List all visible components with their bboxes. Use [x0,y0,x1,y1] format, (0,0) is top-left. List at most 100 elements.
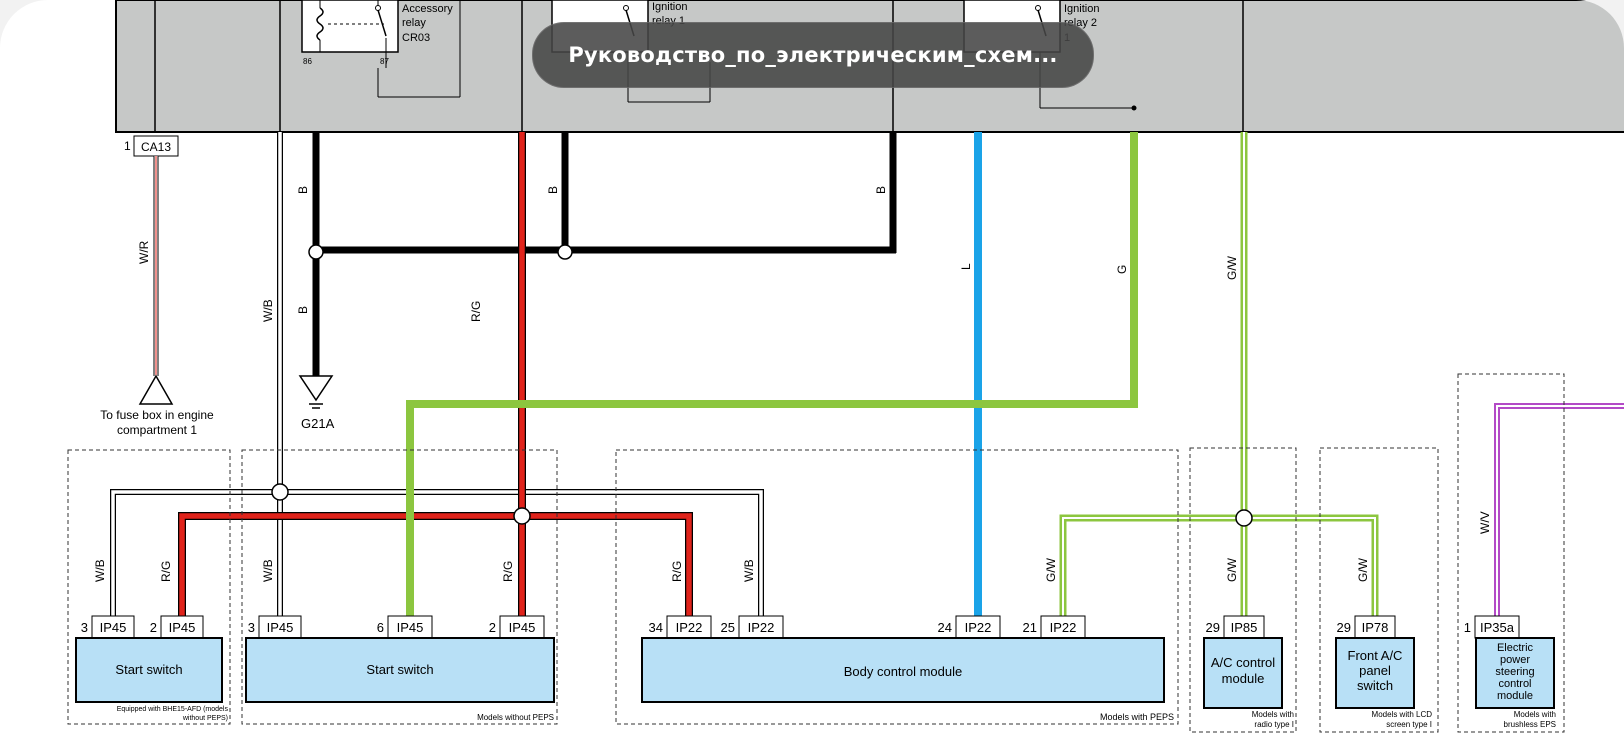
module-body-control: Body control module Models with PEPS [641,637,1174,722]
wire-label-b-4: B [874,186,888,194]
wire-wv [1494,403,1624,629]
wire-label-wb-main: W/B [261,299,275,322]
connector-name: IP22 [748,620,775,635]
module-ac-control-label-1: A/C control [1211,655,1275,670]
connector-name: IP22 [965,620,992,635]
wire-label-rg-1: R/G [159,561,173,582]
module-eps-control-label-2: power [1500,654,1530,666]
module-eps-control-note-2: brushless EPS [1504,720,1556,729]
wire-label-rg-3: R/G [670,561,684,582]
module-eps-control: Electric power steering control module M… [1475,637,1556,729]
wire-b-ground [298,132,897,409]
connector-name: IP45 [397,620,424,635]
connector-pin: 2 [150,620,157,635]
module-ac-control-note-2: radio type I [1254,720,1294,729]
connector-pin: 24 [938,620,952,635]
document-title-pill[interactable]: Руководство_по_электрическим_схем... [532,22,1094,88]
connector-ip45-pin-6: IP45 6 [377,615,433,639]
module-start-switch-1-note-2: without PEPS) [182,715,228,722]
connector-name: IP45 [509,620,536,635]
module-eps-control-note-1: Models with [1514,710,1556,719]
wire-label-b-3: B [546,186,560,194]
connector-pin: 25 [721,620,735,635]
ignition-relay-2-label-1: Ignition [1064,3,1099,15]
group-box-4 [1189,447,1297,733]
connector-ip22-pin-24: IP22 24 [938,615,1001,639]
connector-name: IP35a [1480,620,1515,635]
wire-rg [178,132,693,629]
wire-label-wb-2: W/B [261,559,275,582]
fuse-box-label-2: compartment 1 [117,423,197,437]
connector-name: IP85 [1231,620,1258,635]
connector-ip35a-pin-1: IP35a 1 [1464,615,1520,639]
wire-label-rg-2: R/G [501,561,515,582]
wire-label-wb-1: W/B [93,559,107,582]
connector-name: IP45 [267,620,294,635]
module-eps-control-label-5: module [1497,690,1533,702]
group-box-1 [67,449,231,725]
fuse-box-label-1: To fuse box in engine [100,408,214,422]
module-start-switch-1-label: Start switch [115,662,182,677]
relay-pin-87: 87 [380,57,389,66]
connector-pin: 21 [1023,620,1037,635]
connector-name: IP22 [676,620,703,635]
wire-label-wb-3: W/B [742,559,756,582]
group-box-6 [1457,373,1565,733]
document-title: Руководство_по_электрическим_схем... [568,43,1058,67]
accessory-relay-label-3: CR03 [402,32,430,44]
connector-ca13-pin: 1 [124,139,131,153]
connector-name: IP45 [169,620,196,635]
module-front-ac-panel-note-1: Models with LCD [1372,710,1433,719]
module-start-switch-2-label: Start switch [366,662,433,677]
wire-label-wv: W/V [1478,511,1492,534]
connector-ca13-name: CA13 [141,140,171,154]
module-eps-control-label-4: control [1498,678,1531,690]
wire-label-wr: W/R [137,240,151,264]
module-body-control-label: Body control module [844,664,963,679]
module-ac-control: A/C control module Models with radio typ… [1203,637,1294,729]
module-front-ac-panel: Front A/C panel switch Models with LCD s… [1335,637,1433,729]
accessory-relay-label-2: relay [402,17,426,29]
wire-g [406,132,1138,629]
accessory-relay-label-1: Accessory [402,3,453,15]
connector-pin: 3 [248,620,255,635]
module-eps-control-label-1: Electric [1497,642,1534,654]
connector-pin: 3 [81,620,88,635]
connector-ip22-pin-34: IP22 34 [649,615,712,639]
module-front-ac-panel-label-2: panel [1359,663,1391,678]
connector-pin: 34 [649,620,663,635]
wire-label-gw-1: G/W [1044,557,1058,582]
ignition-relay-1-label-1: Ignition [652,1,687,13]
module-front-ac-panel-label-3: switch [1357,678,1393,693]
module-start-switch-2-note: Models without PEPS [477,713,554,722]
connector-ip85-pin-29: IP85 29 [1206,615,1265,639]
group-box-2 [241,449,558,725]
relay-pin-86: 86 [303,57,312,66]
wire-label-gw-2: G/W [1225,557,1239,582]
wire-label-l: L [959,263,973,270]
connector-pin: 29 [1337,620,1351,635]
wire-wr [138,156,174,405]
connector-pin: 6 [377,620,384,635]
wire-wb [110,132,764,629]
connector-ip45-pin-2: IP45 2 [150,615,204,639]
module-body-control-note: Models with PEPS [1100,712,1174,722]
module-front-ac-panel-note-2: screen type I [1386,720,1432,729]
wire-label-rg-main: R/G [469,301,483,322]
connector-pin: 29 [1206,620,1220,635]
wire-label-b-1: B [296,186,310,194]
connector-ca13: 1 CA13 [124,135,179,157]
connector-pin: 1 [1464,620,1471,635]
group-box-5 [1319,447,1439,733]
module-ac-control-label-2: module [1222,671,1265,686]
module-start-switch-1: Start switch Equipped with BHE15-AFD (mo… [75,637,229,722]
ground-label: G21A [301,416,335,431]
wire-label-g: G [1115,265,1129,274]
module-start-switch-1-note-1: Equipped with BHE15-AFD (models [117,706,229,713]
